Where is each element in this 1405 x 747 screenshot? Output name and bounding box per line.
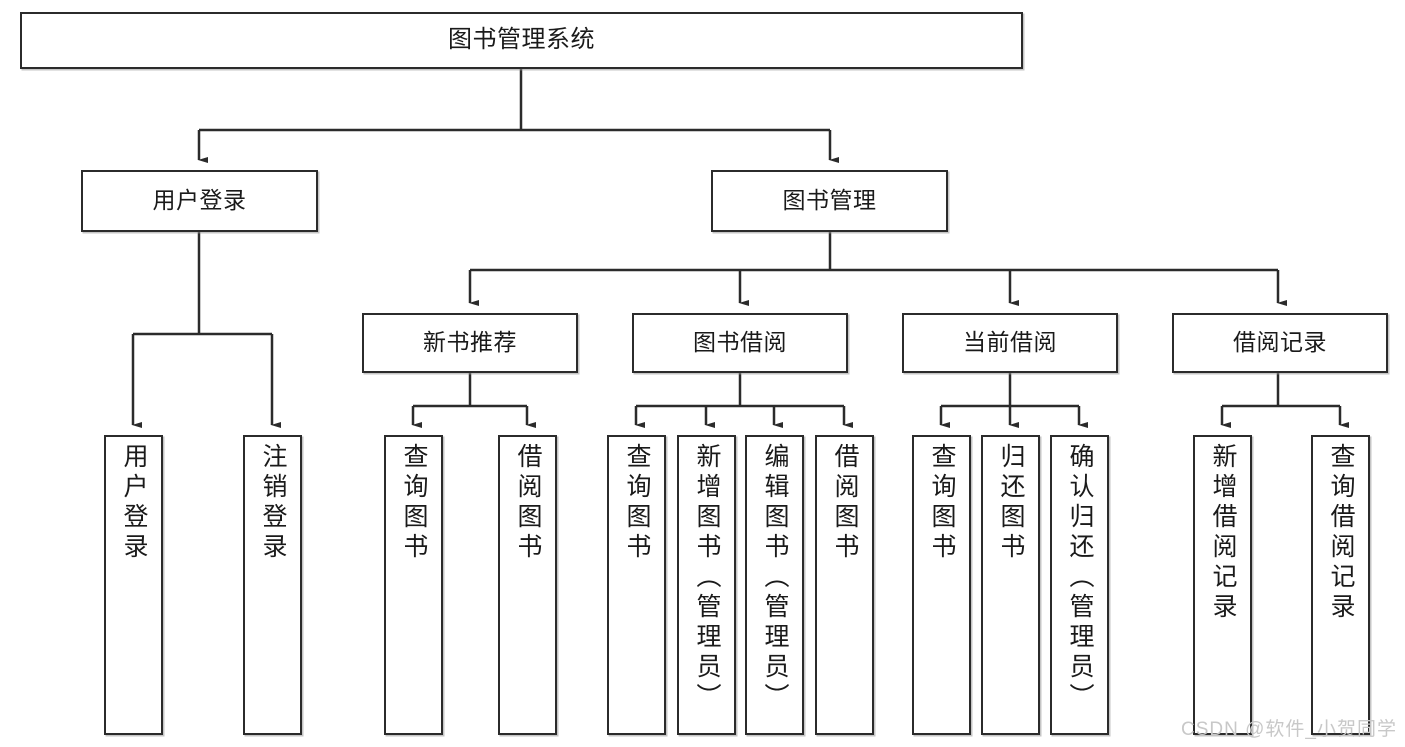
leaf-user-login-signout[interactable]: 注销登录 [243,435,302,735]
node-user-login[interactable]: 用户登录 [81,170,318,232]
leaf-borrow-edit-book[interactable]: 编辑图书（管理员） [745,435,804,735]
leaf-borrow-query-book-label: 查询图书 [623,443,651,563]
leaf-records-add[interactable]: 新增借阅记录 [1193,435,1252,735]
leaf-new-book-query[interactable]: 查询图书 [384,435,443,735]
node-root[interactable]: 图书管理系统 [20,12,1023,69]
leaf-user-login-signin-label: 用户登录 [120,443,148,563]
leaf-new-book-borrow[interactable]: 借阅图书 [498,435,557,735]
leaf-borrow-borrow-book-label: 借阅图书 [831,443,859,563]
leaf-records-query-label: 查询借阅记录 [1327,443,1355,623]
leaf-user-login-signout-label: 注销登录 [259,443,287,563]
leaf-borrow-query-book[interactable]: 查询图书 [607,435,666,735]
node-book-borrow[interactable]: 图书借阅 [632,313,848,373]
leaf-new-book-borrow-label: 借阅图书 [514,443,542,563]
leaf-current-confirm-return[interactable]: 确认归还（管理员） [1050,435,1109,735]
node-root-label: 图书管理系统 [448,26,595,54]
node-new-book-recommend-label: 新书推荐 [423,329,517,356]
leaf-records-query[interactable]: 查询借阅记录 [1311,435,1370,735]
leaf-current-query-book-label: 查询图书 [928,443,956,563]
leaf-current-confirm-return-label: 确认归还（管理员） [1066,443,1094,713]
leaf-borrow-add-book-label: 新增图书（管理员） [693,443,721,713]
node-user-login-label: 用户登录 [152,187,247,214]
leaf-borrow-add-book[interactable]: 新增图书（管理员） [677,435,736,735]
leaf-current-return-book-label: 归还图书 [997,443,1025,563]
node-book-management-label: 图书管理 [782,187,877,214]
leaf-new-book-query-label: 查询图书 [400,443,428,563]
node-book-management[interactable]: 图书管理 [711,170,948,232]
node-current-borrow-label: 当前借阅 [963,329,1057,356]
node-new-book-recommend[interactable]: 新书推荐 [362,313,578,373]
leaf-user-login-signin[interactable]: 用户登录 [104,435,163,735]
leaf-current-return-book[interactable]: 归还图书 [981,435,1040,735]
node-borrow-records-label: 借阅记录 [1233,329,1327,356]
leaf-records-add-label: 新增借阅记录 [1209,443,1237,623]
node-borrow-records[interactable]: 借阅记录 [1172,313,1388,373]
node-current-borrow[interactable]: 当前借阅 [902,313,1118,373]
leaf-borrow-edit-book-label: 编辑图书（管理员） [761,443,789,713]
leaf-borrow-borrow-book[interactable]: 借阅图书 [815,435,874,735]
node-book-borrow-label: 图书借阅 [693,329,787,356]
leaf-current-query-book[interactable]: 查询图书 [912,435,971,735]
